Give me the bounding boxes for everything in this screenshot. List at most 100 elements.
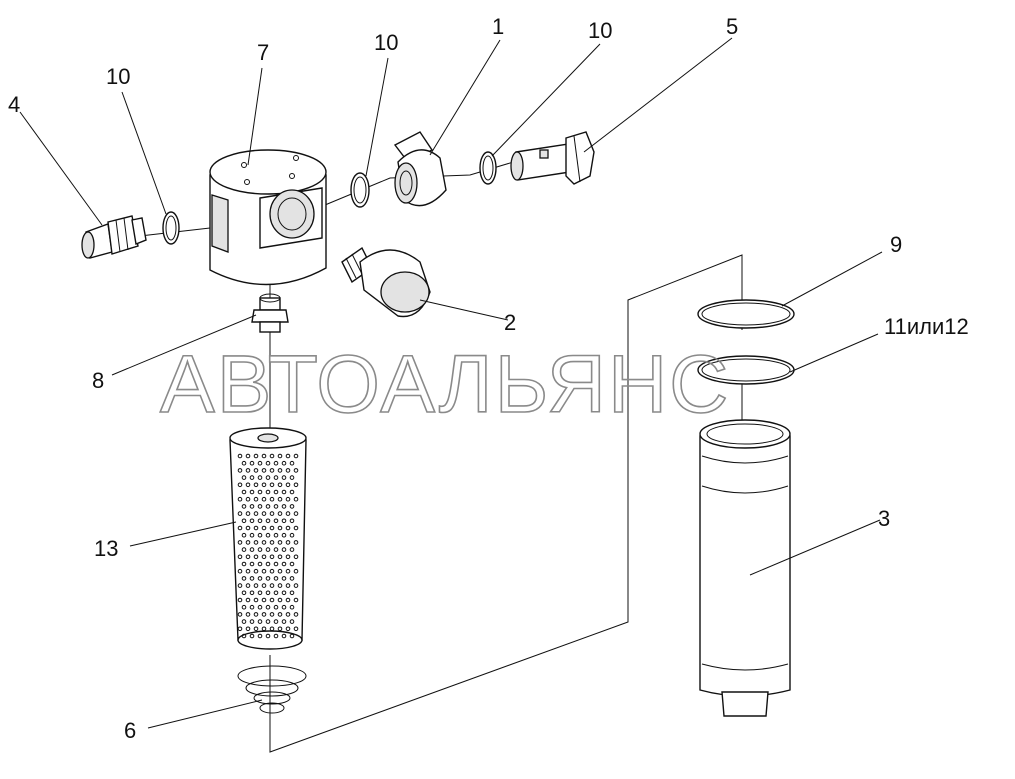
perforation-dot (245, 568, 251, 574)
perforation-dot (265, 619, 271, 624)
perforation-dot (237, 496, 243, 502)
perforation-dot (277, 540, 283, 545)
perforation-dot (285, 468, 291, 473)
perforation-dot (249, 504, 255, 509)
perforation-dot (249, 619, 255, 624)
perforation-dot (245, 468, 251, 473)
perforation-dot (273, 504, 279, 509)
perforation-dot (289, 561, 295, 567)
perforation-dot (273, 547, 279, 552)
part-10-seal-right (479, 151, 497, 185)
perforation-dot (281, 561, 287, 567)
perforation-dot (237, 453, 243, 459)
perforation-dot (293, 540, 299, 545)
perforation-dot (245, 626, 251, 632)
perforation-dot (289, 475, 295, 480)
perforation-dot (241, 561, 247, 567)
part-10-seal-center (350, 172, 370, 208)
perforation-dot (257, 547, 263, 552)
perforation-dot (265, 532, 271, 538)
perforation-dot (289, 489, 295, 495)
perforation-dot (289, 576, 295, 581)
perforation-dot (281, 633, 287, 639)
perforation-dot (257, 619, 263, 624)
perforation-dot (273, 633, 279, 639)
perforation-dot (277, 525, 283, 531)
callout-1: 1 (492, 14, 504, 39)
perforation-dot (265, 590, 271, 596)
perforation-dot (281, 576, 287, 581)
perforation-dot (237, 525, 243, 531)
perforation-dot (245, 482, 251, 488)
callout-4: 4 (8, 92, 20, 117)
perforation-dot (253, 626, 259, 632)
perforation-dot (249, 633, 255, 639)
part-11-12-ring (697, 355, 795, 385)
perforation-dot (281, 619, 287, 624)
perforation-dot (241, 518, 247, 524)
part-13-filter-element (229, 427, 307, 650)
perforation-dot (277, 468, 283, 473)
perforation-dot (281, 518, 287, 524)
perforation-dot (265, 518, 271, 524)
perforation-dot (265, 604, 271, 610)
perforation-dot (269, 525, 275, 531)
perforation-dot (257, 561, 263, 567)
perforation-dot (281, 604, 287, 610)
perforation-dot (245, 612, 251, 617)
perforation-dot (257, 604, 263, 610)
perforation-dot (253, 568, 259, 574)
part-7-filter-head (209, 149, 327, 286)
perforation-dot (253, 612, 259, 617)
perforation-dot (285, 482, 291, 488)
perforation-dot (261, 468, 267, 473)
part-2-valve (341, 246, 431, 318)
perforation-dot (245, 583, 251, 588)
perforation-dot (293, 612, 299, 617)
perforation-dot (237, 597, 243, 603)
perforation-dot (273, 475, 279, 480)
perforation-dot (281, 460, 287, 466)
leader-lines (19, 37, 883, 729)
perforation-dot (237, 511, 243, 516)
perforation-dot (277, 583, 283, 588)
perforation-dot (273, 619, 279, 624)
watermark-text: АВТОАЛЬЯНС (160, 339, 730, 430)
perforation-dot (245, 540, 251, 545)
perforation-dot (281, 475, 287, 480)
perforation-dot (257, 518, 263, 524)
perforation-dot (273, 518, 279, 524)
perforation-dot (273, 576, 279, 581)
perforation-dot (269, 540, 275, 545)
perforation-dot (253, 496, 259, 502)
perforation-dot (237, 540, 243, 545)
perforation-dot (261, 496, 267, 502)
perforation-dot (277, 568, 283, 574)
perforation-dot (269, 453, 275, 459)
callout-5: 5 (726, 14, 738, 39)
callout-10-right: 10 (588, 18, 612, 43)
perforation-dot (289, 590, 295, 596)
perforation-dot (257, 590, 263, 596)
perforation-dot (265, 633, 271, 639)
perforation-dot (265, 576, 271, 581)
callout-10-center: 10 (374, 30, 398, 55)
perforation-dot (285, 568, 291, 574)
perforation-dot (265, 475, 271, 480)
perforation-dot (237, 612, 243, 617)
perforation-dot (265, 547, 271, 552)
callout-2: 2 (504, 310, 516, 335)
perforation-dot (293, 583, 299, 588)
perforation-dot (273, 590, 279, 596)
perforation-dot (265, 504, 271, 509)
perforation-dot (289, 619, 295, 624)
perforation-dot (245, 511, 251, 516)
perforation-dot (237, 468, 243, 473)
perforation-dot (285, 540, 291, 545)
perforation-dot (257, 475, 263, 480)
perforation-dot (237, 568, 243, 574)
perforation-dot (285, 496, 291, 502)
perforation-dot (261, 568, 267, 574)
